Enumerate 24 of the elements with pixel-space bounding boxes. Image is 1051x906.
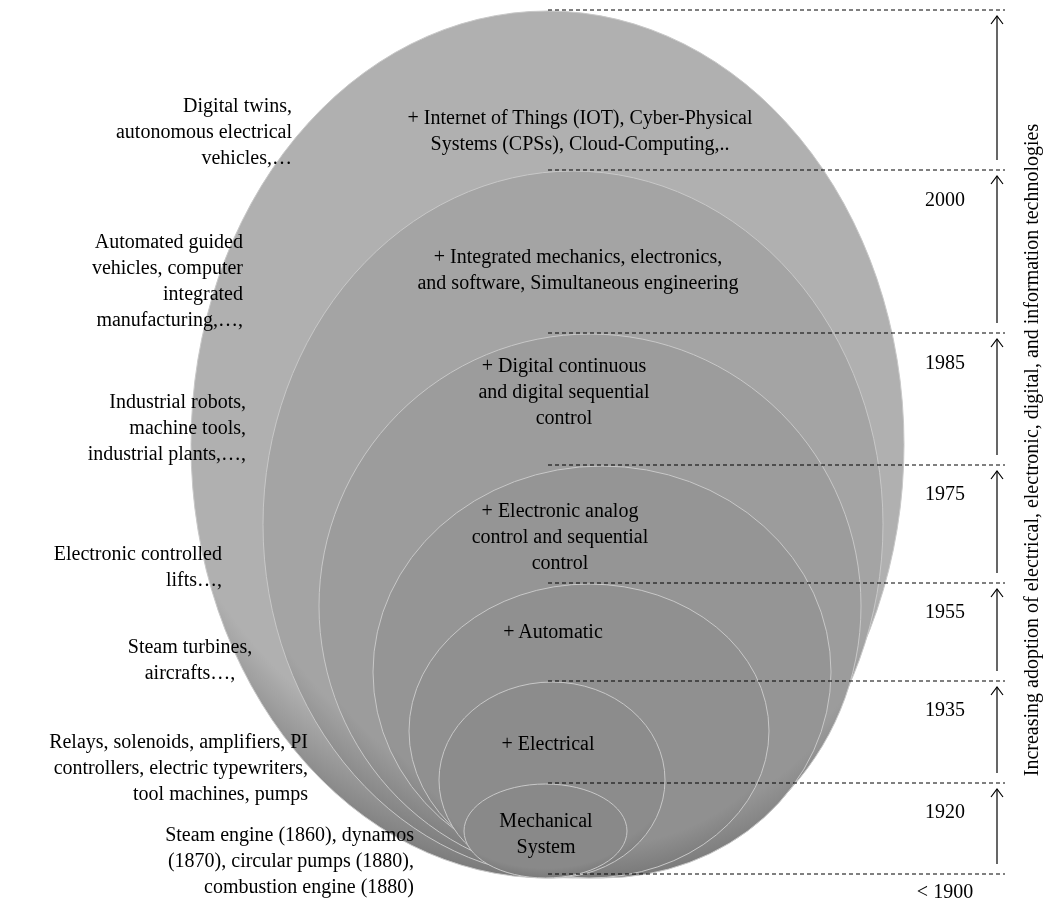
example-text: Steam engine (1860), dynamos (1870), circular pumps (1880), combustion engine (1880) — [164, 822, 414, 899]
year-label: 2000 — [924, 187, 966, 212]
ellipse-label: + Integrated mechanics, electronics, and software, Simultaneous engineering — [417, 244, 739, 295]
year-label: 1920 — [924, 799, 966, 824]
nested-ellipse — [438, 681, 666, 879]
nested-ellipse — [463, 783, 628, 879]
example-text: Relays, solenoids, amplifiers, PI controllers, electric typewriters, tool machines, pumps — [48, 729, 308, 806]
year-label: 1935 — [924, 697, 966, 722]
axis-caption: Increasing adoption of electrical, electronic, digital, and information technologies — [1019, 123, 1043, 777]
year-label: 1975 — [924, 481, 966, 506]
year-label: < 1900 — [915, 879, 975, 904]
ellipse-label: + Electronic analog control and sequential control — [470, 498, 650, 575]
example-text: Industrial robots, machine tools, industrial plants,…, — [86, 389, 246, 466]
example-text: Automated guided vehicles, computer integrated manufacturing,…, — [90, 229, 243, 332]
year-label: 1955 — [924, 599, 966, 624]
ellipse-label: + Electrical — [500, 731, 596, 756]
ellipse-label: + Automatic — [502, 619, 604, 644]
year-label: 1985 — [924, 350, 966, 375]
example-text: Steam turbines, aircrafts…, — [126, 634, 254, 685]
ellipse-label: Mechanical System — [498, 808, 594, 859]
example-text: Digital twins, autonomous electrical vehicles,… — [114, 93, 292, 170]
example-text: Electronic controlled lifts…, — [52, 541, 222, 592]
ellipse-label: + Internet of Things (IOT), Cyber-Physical Systems (CPSs), Cloud-Computing,.. — [406, 105, 754, 156]
ellipse-label: + Digital continuous and digital sequential control — [477, 353, 651, 430]
